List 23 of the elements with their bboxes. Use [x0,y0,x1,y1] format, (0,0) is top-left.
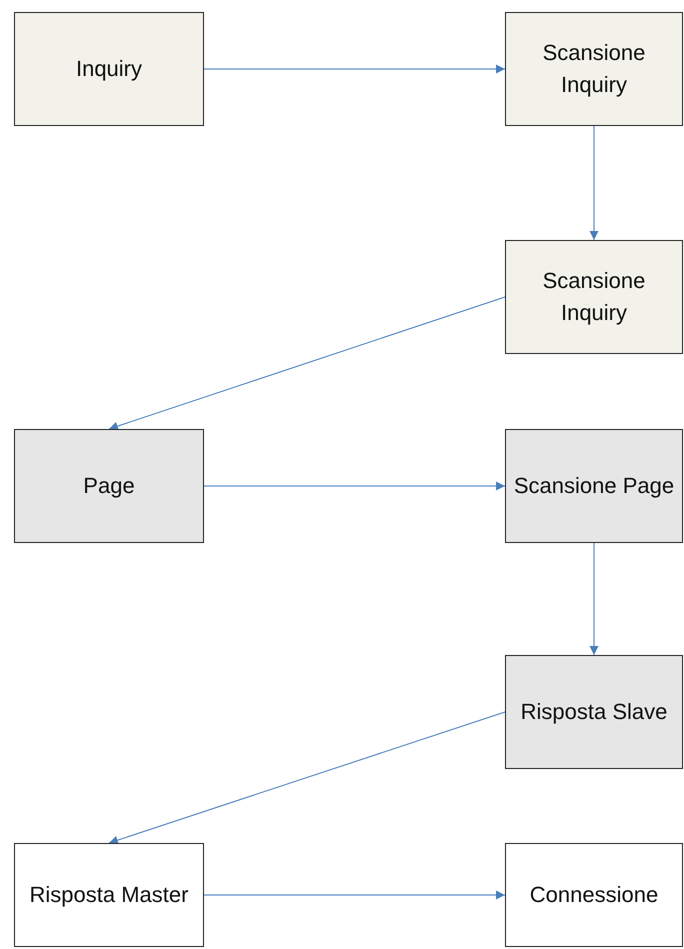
process-box [505,240,683,354]
process-box [505,12,683,126]
arrow [204,482,506,490]
box-label: Inquiry [76,55,142,84]
arrow [590,542,598,656]
box-label: Scansione Inquiry [542,267,646,327]
arrow [108,712,506,844]
arrow [590,126,598,240]
process-box [505,843,683,947]
box-label: Risposta Master [30,881,188,910]
box-label: Page [83,472,135,500]
box-label: Connessione [530,881,658,910]
box-label: Scansione Page [514,472,674,500]
process-box [14,429,204,543]
arrow [204,64,506,74]
process-box [14,843,204,947]
process-box [14,12,204,126]
process-box [505,655,683,769]
arrow [204,890,506,900]
box-label: Scansione Inquiry [542,39,646,99]
process-box [505,429,683,543]
box-label: Risposta Slave [520,698,668,726]
arrow [108,296,506,430]
